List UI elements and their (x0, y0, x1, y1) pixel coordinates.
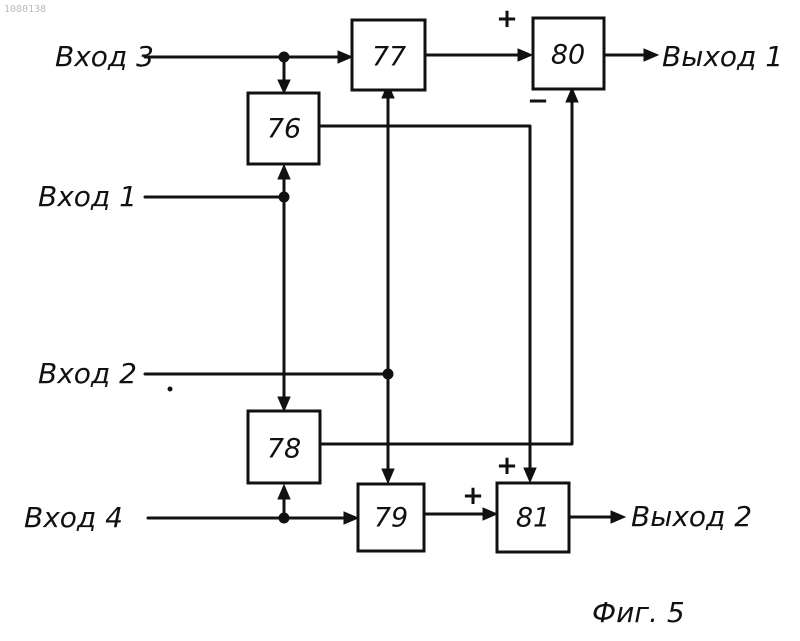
label-input-4: Вход 4 (24, 501, 123, 534)
arrow-into-76-top (278, 80, 290, 93)
junction-in3 (279, 52, 289, 62)
block-81-label: 81 (516, 503, 550, 534)
wire-78-to-80 (320, 100, 572, 444)
label-input-3: Вход 3 (55, 40, 154, 73)
document-id: 1080138 (4, 4, 46, 15)
block-79-label: 79 (374, 503, 408, 534)
stray-dot (168, 387, 172, 391)
arrow-into-78-bottom (278, 485, 290, 499)
arrow-into-81-left (483, 508, 497, 520)
arrow-out1 (644, 49, 658, 61)
sign-80-plus: + (496, 4, 518, 34)
arrow-into-79-top (382, 469, 394, 483)
arrow-into-81-top (524, 468, 536, 482)
arrow-into-78-top (278, 397, 290, 411)
arrow-into-80-left (518, 49, 532, 61)
figure-caption: Фиг. 5 (592, 596, 685, 629)
block-77-label: 77 (372, 42, 406, 73)
block-78-label: 78 (267, 434, 301, 465)
arrow-into-76-bottom (278, 165, 290, 179)
wire-76-to-81 (319, 126, 530, 470)
arrow-out2 (611, 511, 625, 523)
sign-81-plus-top: + (496, 451, 518, 481)
label-input-2: Вход 2 (38, 357, 137, 390)
label-input-1: Вход 1 (38, 180, 137, 213)
arrow-into-79-left (344, 512, 358, 524)
block-76-label: 76 (267, 114, 301, 145)
arrow-into-77-left (338, 51, 352, 63)
block-80-label: 80 (551, 40, 585, 71)
sign-80-minus: − (527, 86, 549, 116)
sign-81-plus-left: + (462, 481, 484, 511)
label-output-2: Выход 2 (631, 500, 752, 533)
label-output-1: Выход 1 (662, 40, 783, 73)
